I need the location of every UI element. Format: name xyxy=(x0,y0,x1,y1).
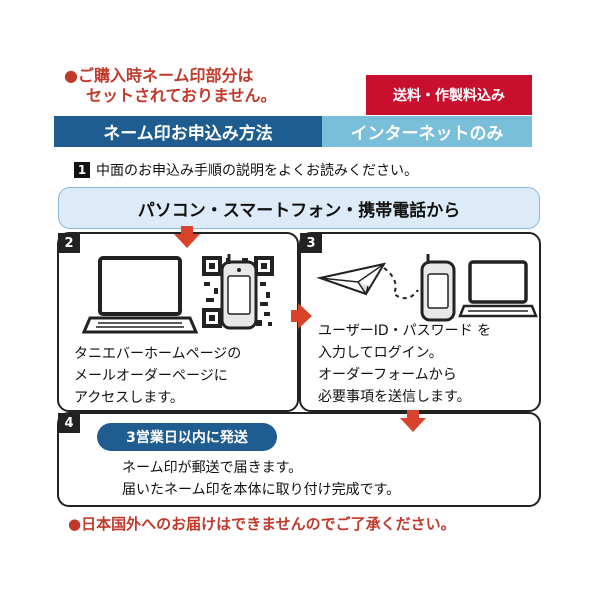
mobile-phone-icon-2 xyxy=(420,254,456,322)
step3-number: 3 xyxy=(300,233,322,253)
step3-line3: オーダーフォームから xyxy=(318,367,457,383)
step3-line4: 必要事項を送信します。 xyxy=(318,389,471,405)
step1-text: 中面のお申込み手順の説明をよくお読みください。 xyxy=(96,163,418,179)
step4-line1: ネーム印が郵送で届きます。 xyxy=(122,460,303,476)
step3-illustration xyxy=(316,254,538,322)
header-title: ネーム印お申込み方法 xyxy=(54,116,322,147)
step3-line2: 入力してログイン。 xyxy=(318,345,443,361)
step2-line1: タニエバーホームページの xyxy=(74,346,242,362)
step3-line1: ユーザーID・パスワード を xyxy=(318,323,492,339)
laptop-icon xyxy=(81,256,199,334)
notice-top-line2: セットされておりません。 xyxy=(86,86,277,105)
step1-number: 1 xyxy=(74,162,90,178)
header-internet-only: インターネットのみ xyxy=(322,116,532,147)
step2-number: 2 xyxy=(58,233,80,253)
laptop-icon-2 xyxy=(458,260,538,318)
device-banner: パソコン・スマートフォン・携帯電話から xyxy=(58,187,540,229)
step2-line2: メールオーダーページに xyxy=(74,368,228,384)
paper-plane-icon xyxy=(316,262,387,296)
dotted-path xyxy=(383,267,419,300)
notice-top-line1: ●ご購入時ネーム印部分は xyxy=(64,66,254,85)
ship-within-3-days-badge: 3営業日以内に発送 xyxy=(97,423,277,451)
arrow-right-icon xyxy=(291,303,312,329)
step2-text: タニエバーホームページの メールオーダーページに アクセスします。 xyxy=(74,343,241,409)
arrow-down-icon-2 xyxy=(400,410,426,432)
notice-bottom: ●日本国外へのお届けはできませんのでご了承ください。 xyxy=(68,515,456,533)
step4-text: ネーム印が郵送で届きます。 届いたネーム印を本体に取り付け完成です。 xyxy=(122,457,400,501)
step3-text: ユーザーID・パスワード を 入力してログイン。 オーダーフォームから 必要事項… xyxy=(318,320,491,408)
notice-top: ●ご購入時ネーム印部分は セットされておりません。 xyxy=(64,66,277,106)
arrow-down-icon xyxy=(174,226,200,248)
step4-box xyxy=(57,412,541,507)
step4-number: 4 xyxy=(58,413,80,433)
mobile-phone-icon xyxy=(220,254,258,330)
step1-row: 1 中面のお申込み手順の説明をよくお読みください。 xyxy=(74,160,418,180)
shipping-included-badge: 送料・作製料込み xyxy=(366,75,532,115)
step2-line3: アクセスします。 xyxy=(74,390,184,406)
step2-illustration xyxy=(81,254,274,334)
step4-line2: 届いたネーム印を本体に取り付け完成です。 xyxy=(122,482,401,498)
